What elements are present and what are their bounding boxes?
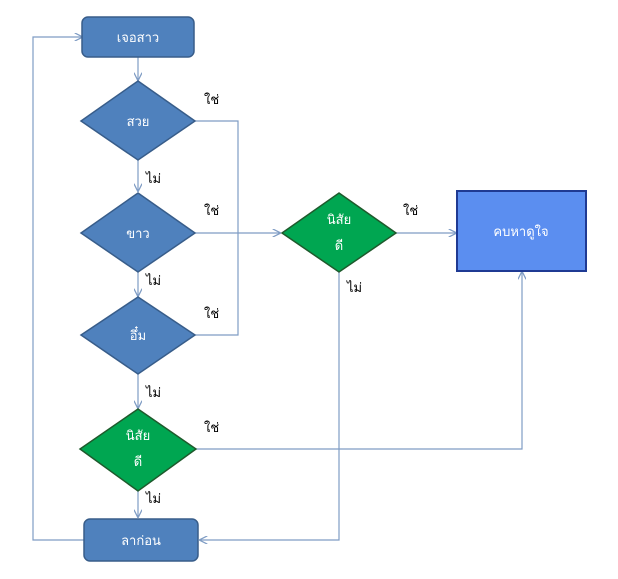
connectors xyxy=(32,37,522,541)
decision-nature-left-line1: นิสัย xyxy=(126,429,150,444)
result-bye: ลาก่อน xyxy=(83,518,199,562)
edge-nature-right-no xyxy=(200,272,340,540)
label-no-white: ไม่ xyxy=(145,273,161,289)
label-yes-white: ใช่ xyxy=(204,203,219,219)
decision-white-label: ขาว xyxy=(126,227,150,242)
decision-nature-right-line1: นิสัย xyxy=(327,213,351,228)
edge-nature-left-yes xyxy=(196,272,522,450)
label-yes-nature-left: ใช่ xyxy=(204,420,219,436)
node-start: เจอสาว xyxy=(81,16,195,58)
decision-nature-left: นิสัย ดี xyxy=(78,408,198,492)
decision-nature-right-line2: ดี xyxy=(335,238,343,254)
label-no-nature-left: ไม่ xyxy=(145,491,161,507)
edge-labels: ใช่ ใช่ ใช่ ใช่ ใช่ ไม่ ไม่ ไม่ ไม่ ไม่ xyxy=(145,92,418,507)
decision-white: ขาว xyxy=(79,192,197,273)
start-label: เจอสาว xyxy=(117,31,159,46)
decision-nature-right: นิสัย ดี xyxy=(280,192,398,273)
decision-pretty-label: สวย xyxy=(127,115,150,130)
decision-nature-left-line2: ดี xyxy=(134,454,142,470)
label-yes-pretty: ใช่ xyxy=(204,92,219,108)
decision-plump-label: อึ๋ม xyxy=(130,326,147,344)
decision-plump: อึ๋ม xyxy=(79,296,197,375)
edge-plump-yes xyxy=(195,233,239,336)
label-no-nature-right: ไม่ xyxy=(346,280,362,296)
edge-pretty-yes xyxy=(195,120,239,233)
label-no-pretty: ไม่ xyxy=(145,171,161,187)
edge-bye-loop xyxy=(32,37,84,541)
label-yes-plump: ใช่ xyxy=(204,306,219,322)
label-yes-nature-right: ใช่ xyxy=(403,203,418,219)
result-date-label: คบหาดูใจ xyxy=(493,224,548,240)
result-bye-label: ลาก่อน xyxy=(121,534,161,549)
decision-pretty: สวย xyxy=(79,80,197,161)
result-date: คบหาดูใจ xyxy=(456,190,587,272)
label-no-plump: ไม่ xyxy=(145,385,161,401)
